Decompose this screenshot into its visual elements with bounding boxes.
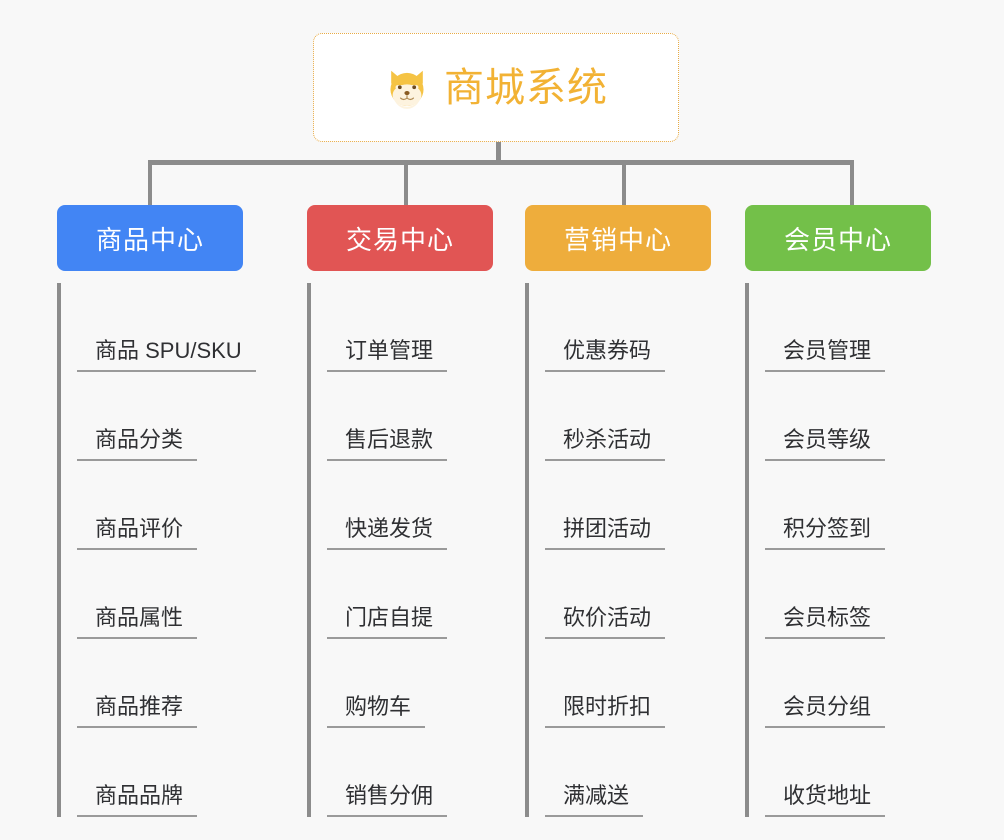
list-item[interactable]: 收货地址 [765,728,948,817]
category-column-member: 会员中心 会员管理 会员等级 积分签到 会员标签 会员分组 收货地址 [745,205,964,817]
category-header-label: 营销中心 [563,224,672,255]
category-header-member[interactable]: 会员中心 [745,205,931,271]
leaf-label: 快递发货 [327,515,448,550]
shiba-dog-icon [390,70,424,109]
category-header-label: 交易中心 [345,224,454,255]
leaf-label: 商品推荐 [77,693,198,728]
category-header-label: 会员中心 [783,224,892,255]
list-item[interactable]: 商品分类 [77,372,260,461]
leaf-label: 拼团活动 [545,515,666,550]
list-item[interactable]: 售后退款 [327,372,510,461]
leaf-label: 销售分佣 [327,782,448,817]
category-column-product: 商品中心 商品 SPU/SKU 商品分类 商品评价 商品属性 商品推荐 商品品牌 [57,205,276,817]
list-item[interactable]: 会员管理 [765,283,948,372]
leaf-label: 门店自提 [327,604,448,639]
list-item[interactable]: 秒杀活动 [545,372,728,461]
category-column-trade: 交易中心 订单管理 售后退款 快递发货 门店自提 购物车 销售分佣 [307,205,526,817]
root-node[interactable]: 商城系统 [313,33,679,142]
list-item[interactable]: 商品品牌 [77,728,260,817]
list-item[interactable]: 优惠券码 [545,283,728,372]
leaf-label: 砍价活动 [545,604,666,639]
leaf-label: 会员管理 [765,337,886,372]
leaf-label: 售后退款 [327,426,448,461]
leaf-label: 优惠券码 [545,337,666,372]
category-header-trade[interactable]: 交易中心 [307,205,493,271]
root-title: 商城系统 [444,65,608,110]
list-item[interactable]: 商品属性 [77,550,260,639]
leaf-label: 积分签到 [765,515,886,550]
leaf-list-marketing: 优惠券码 秒杀活动 拼团活动 砍价活动 限时折扣 满减送 [525,283,728,817]
leaf-label: 满减送 [545,782,644,817]
leaf-label: 商品 SPU/SKU [77,337,256,372]
list-item[interactable]: 会员标签 [765,550,948,639]
list-item[interactable]: 商品推荐 [77,639,260,728]
leaf-label: 商品品牌 [77,782,198,817]
leaf-label: 会员分组 [765,693,886,728]
list-item[interactable]: 会员等级 [765,372,948,461]
list-item[interactable]: 积分签到 [765,461,948,550]
leaf-list-product: 商品 SPU/SKU 商品分类 商品评价 商品属性 商品推荐 商品品牌 [57,283,260,817]
category-header-marketing[interactable]: 营销中心 [525,205,711,271]
leaf-label: 秒杀活动 [545,426,666,461]
connector-drop-1 [148,160,152,208]
leaf-label: 收货地址 [765,782,886,817]
list-item[interactable]: 商品 SPU/SKU [77,283,260,372]
leaf-label: 限时折扣 [545,693,666,728]
list-item[interactable]: 砍价活动 [545,550,728,639]
connector-drop-2 [404,160,408,208]
leaf-label: 购物车 [327,693,426,728]
list-item[interactable]: 门店自提 [327,550,510,639]
list-item[interactable]: 会员分组 [765,639,948,728]
leaf-list-member: 会员管理 会员等级 积分签到 会员标签 会员分组 收货地址 [745,283,948,817]
leaf-label: 会员等级 [765,426,886,461]
list-item[interactable]: 快递发货 [327,461,510,550]
list-item[interactable]: 购物车 [327,639,510,728]
list-item[interactable]: 销售分佣 [327,728,510,817]
category-column-marketing: 营销中心 优惠券码 秒杀活动 拼团活动 砍价活动 限时折扣 满减送 [525,205,744,817]
connector-drop-4 [850,160,854,208]
list-item[interactable]: 限时折扣 [545,639,728,728]
category-header-product[interactable]: 商品中心 [57,205,243,271]
leaf-label: 商品评价 [77,515,198,550]
list-item[interactable]: 拼团活动 [545,461,728,550]
leaf-label: 商品分类 [77,426,198,461]
leaf-label: 会员标签 [765,604,886,639]
connector-drop-3 [622,160,626,208]
category-header-label: 商品中心 [95,224,204,255]
list-item[interactable]: 商品评价 [77,461,260,550]
connector-horizontal-bus [148,160,854,165]
connector-root-stem [496,142,501,164]
leaf-label: 商品属性 [77,604,198,639]
leaf-label: 订单管理 [327,337,448,372]
leaf-list-trade: 订单管理 售后退款 快递发货 门店自提 购物车 销售分佣 [307,283,510,817]
category-columns: 商品中心 商品 SPU/SKU 商品分类 商品评价 商品属性 商品推荐 商品品牌… [0,205,1004,840]
list-item[interactable]: 满减送 [545,728,728,817]
list-item[interactable]: 订单管理 [327,283,510,372]
